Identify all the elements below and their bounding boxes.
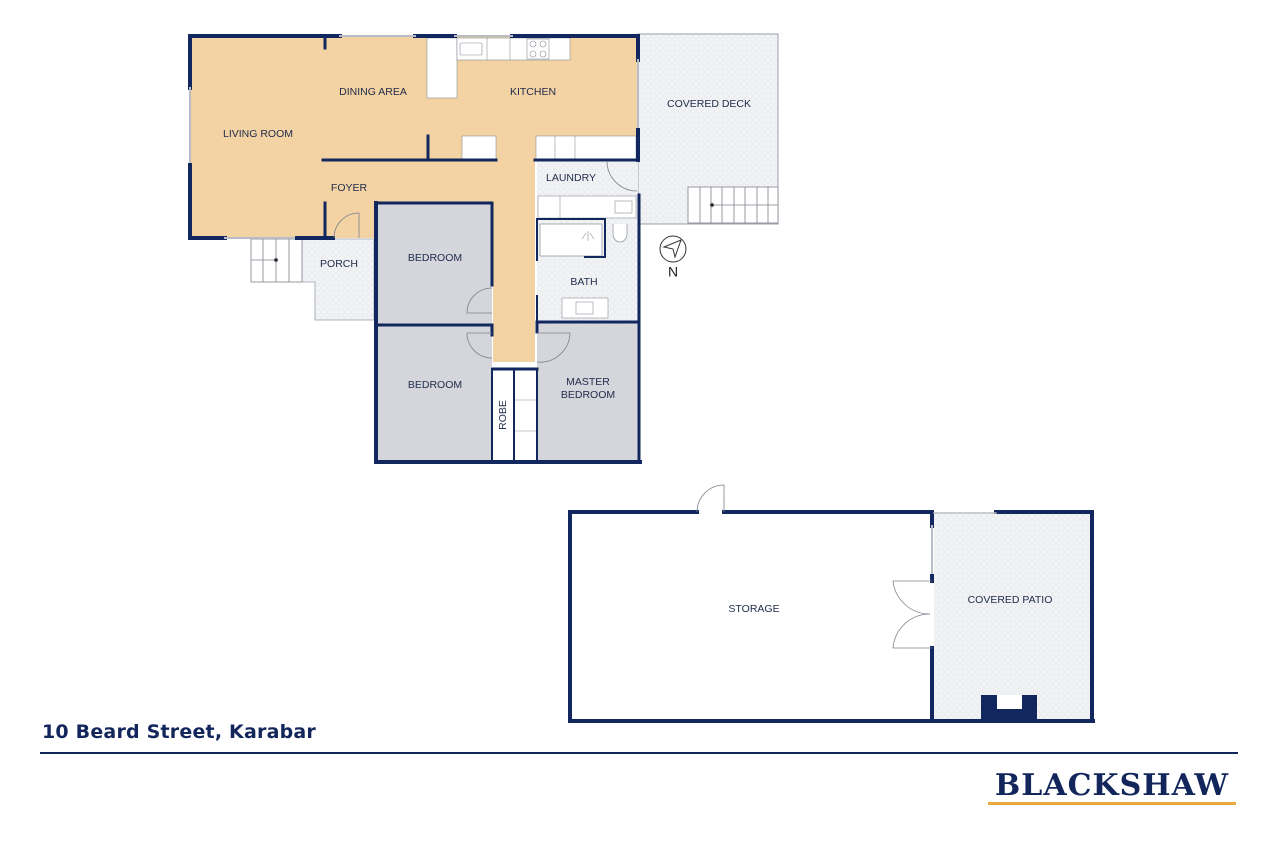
compass-label: N xyxy=(668,264,678,280)
footer-divider xyxy=(40,752,1238,754)
sink-icon xyxy=(459,42,483,56)
main-house xyxy=(188,33,779,464)
room-label-kitchen: KITCHEN xyxy=(510,86,556,98)
porch-stairs xyxy=(250,238,303,283)
door-swings xyxy=(333,160,638,363)
room-label-bath: BATH xyxy=(570,276,597,288)
room-label-dining-area: DINING AREA xyxy=(339,86,407,98)
room-label-master-bedroom-1: MASTER xyxy=(566,376,610,388)
room-label-storage: STORAGE xyxy=(728,603,779,615)
master-bedroom-floor xyxy=(537,323,638,462)
bedroom-2-floor xyxy=(376,326,492,462)
room-label-porch: PORCH xyxy=(320,258,358,270)
porch-floor xyxy=(301,238,375,321)
room-label-bedroom-2: BEDROOM xyxy=(408,379,462,391)
north-arrow-icon xyxy=(659,235,687,263)
walls xyxy=(188,34,642,464)
deck-stairs xyxy=(687,186,779,224)
toilet-icon xyxy=(612,224,628,243)
room-label-bedroom-1: BEDROOM xyxy=(408,252,462,264)
living-area-floor xyxy=(190,36,638,362)
outbuilding xyxy=(568,484,1095,723)
cooktop-icon xyxy=(526,38,550,60)
room-label-laundry: LAUNDRY xyxy=(546,172,596,184)
bedroom-1-floor xyxy=(376,203,492,325)
room-label-covered-deck: COVERED DECK xyxy=(667,98,751,110)
bathtub-icon xyxy=(539,223,603,257)
room-label-foyer: FOYER xyxy=(331,182,368,194)
room-label-robe: ROBE xyxy=(497,400,509,430)
brand-underline xyxy=(988,802,1236,805)
room-label-covered-patio: COVERED PATIO xyxy=(968,594,1053,606)
storage-floor xyxy=(572,512,932,720)
room-label-living-room: LIVING ROOM xyxy=(223,128,293,140)
covered-patio-floor xyxy=(934,514,1091,720)
room-label-master-bedroom-2: BEDROOM xyxy=(561,389,615,401)
property-address: 10 Beard Street, Karabar xyxy=(42,721,316,743)
brand-logo: BLACKSHAW xyxy=(994,768,1230,803)
